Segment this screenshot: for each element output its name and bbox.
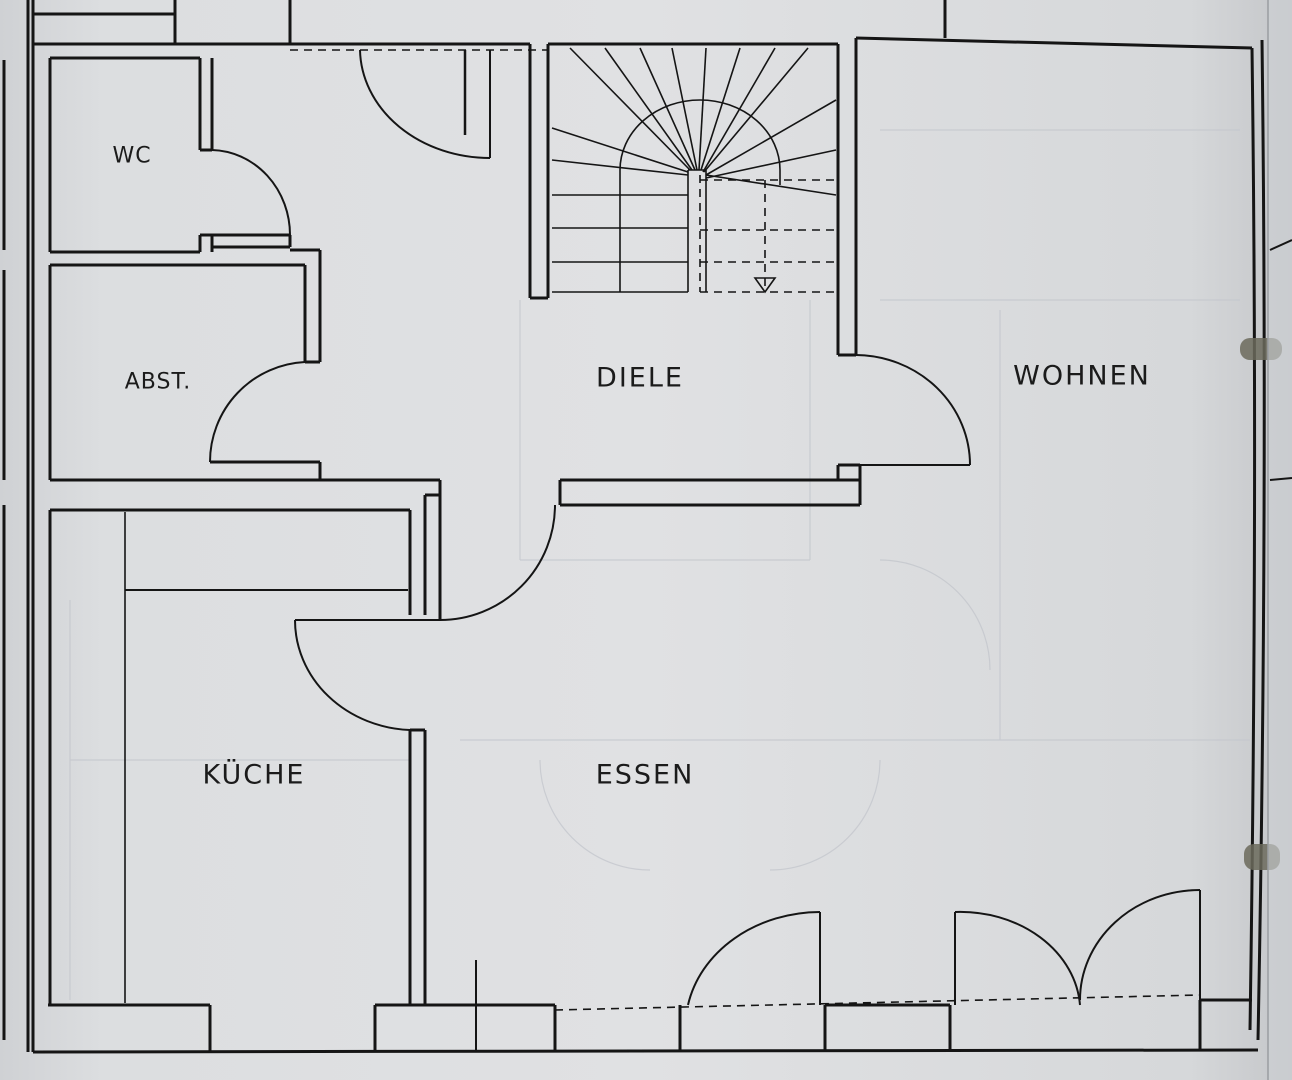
faint-grid [69, 129, 1250, 1000]
room-label-essen: ESSEN [595, 759, 695, 791]
room-label-abst: ABST. [124, 369, 192, 395]
room-label-wc: WC [112, 143, 152, 169]
exterior-walls [2, 0, 1266, 1054]
door-swings [208, 49, 1201, 1006]
room-label-diele: DIELE [596, 362, 684, 394]
room-label-kueche: KÜCHE [202, 759, 306, 791]
staircase [551, 47, 837, 294]
binder-rings [1240, 0, 1292, 1080]
interior-walls [48, 38, 862, 1050]
dashed-lines [290, 49, 1201, 1011]
room-label-wohnen: WOHNEN [1013, 360, 1151, 392]
